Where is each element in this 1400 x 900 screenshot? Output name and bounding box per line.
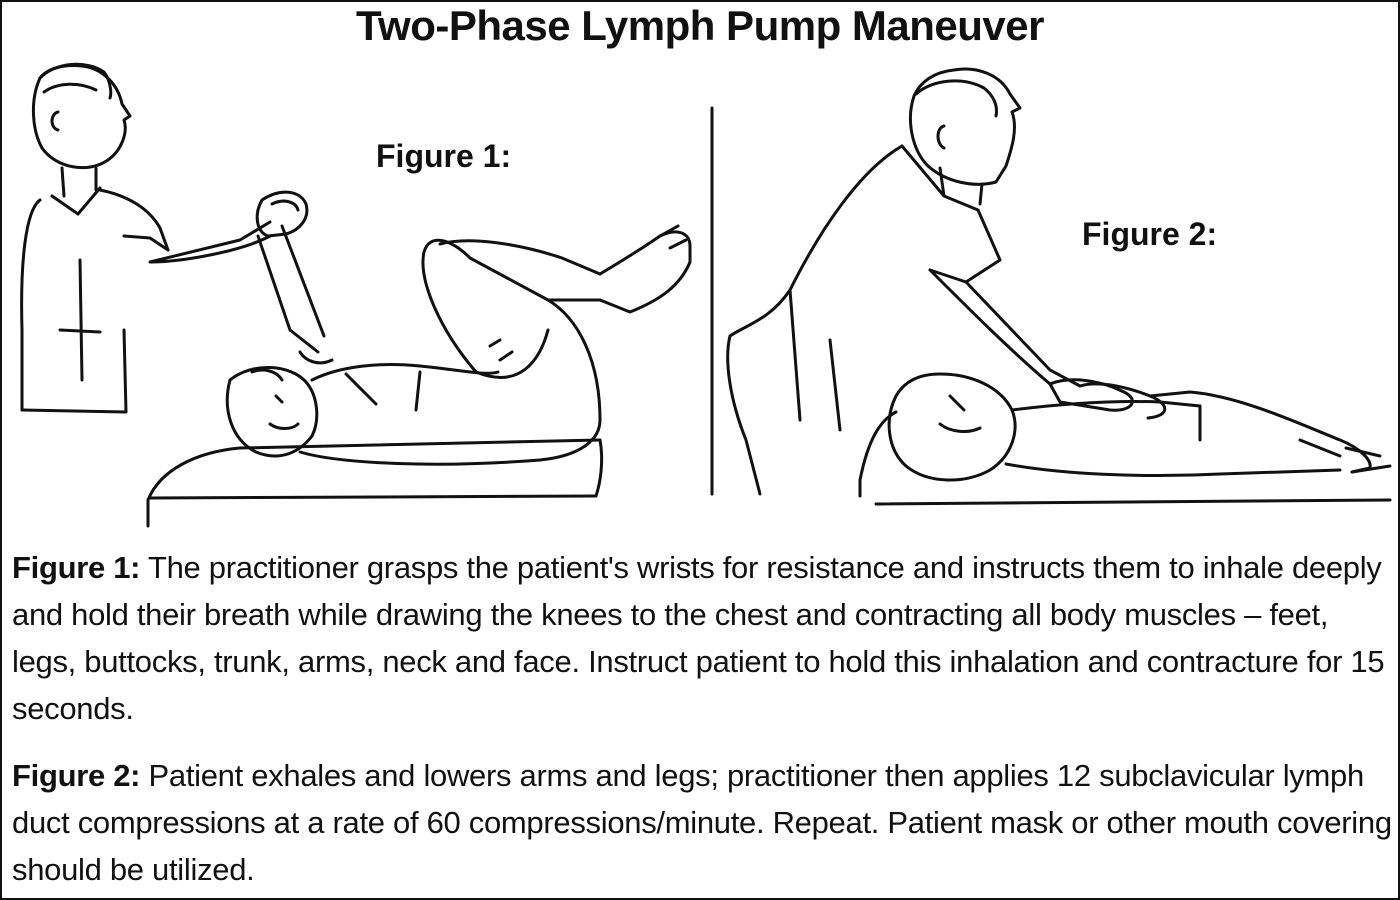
figure-1-table [146, 438, 604, 528]
figure-2-label: Figure 2: [1082, 216, 1218, 252]
figure-2-caption-lead: Figure 2: [12, 758, 141, 793]
figure-1-drawing [20, 62, 692, 528]
figure-1-caption: Figure 1: The practitioner grasps the pa… [12, 544, 1392, 732]
figure-1-caption-text: The practitioner grasps the patient's wr… [12, 550, 1385, 726]
figure-1-caption-lead: Figure 1: [12, 550, 141, 585]
figure-2-caption: Figure 2: Patient exhales and lowers arm… [12, 752, 1392, 893]
page-title: Two-Phase Lymph Pump Maneuver [356, 2, 1044, 49]
figure-2-table [858, 410, 1392, 506]
figure-2-drawing [726, 67, 1392, 506]
figure-2-patient [887, 372, 1392, 482]
figure-2-caption-text: Patient exhales and lowers arms and legs… [12, 758, 1392, 887]
illustration-panel [20, 62, 1392, 528]
figure-1-practitioner [20, 62, 309, 414]
figure-1-label: Figure 1: [376, 138, 512, 174]
figure-1-patient [225, 224, 692, 466]
figure-2-practitioner [726, 67, 1167, 496]
